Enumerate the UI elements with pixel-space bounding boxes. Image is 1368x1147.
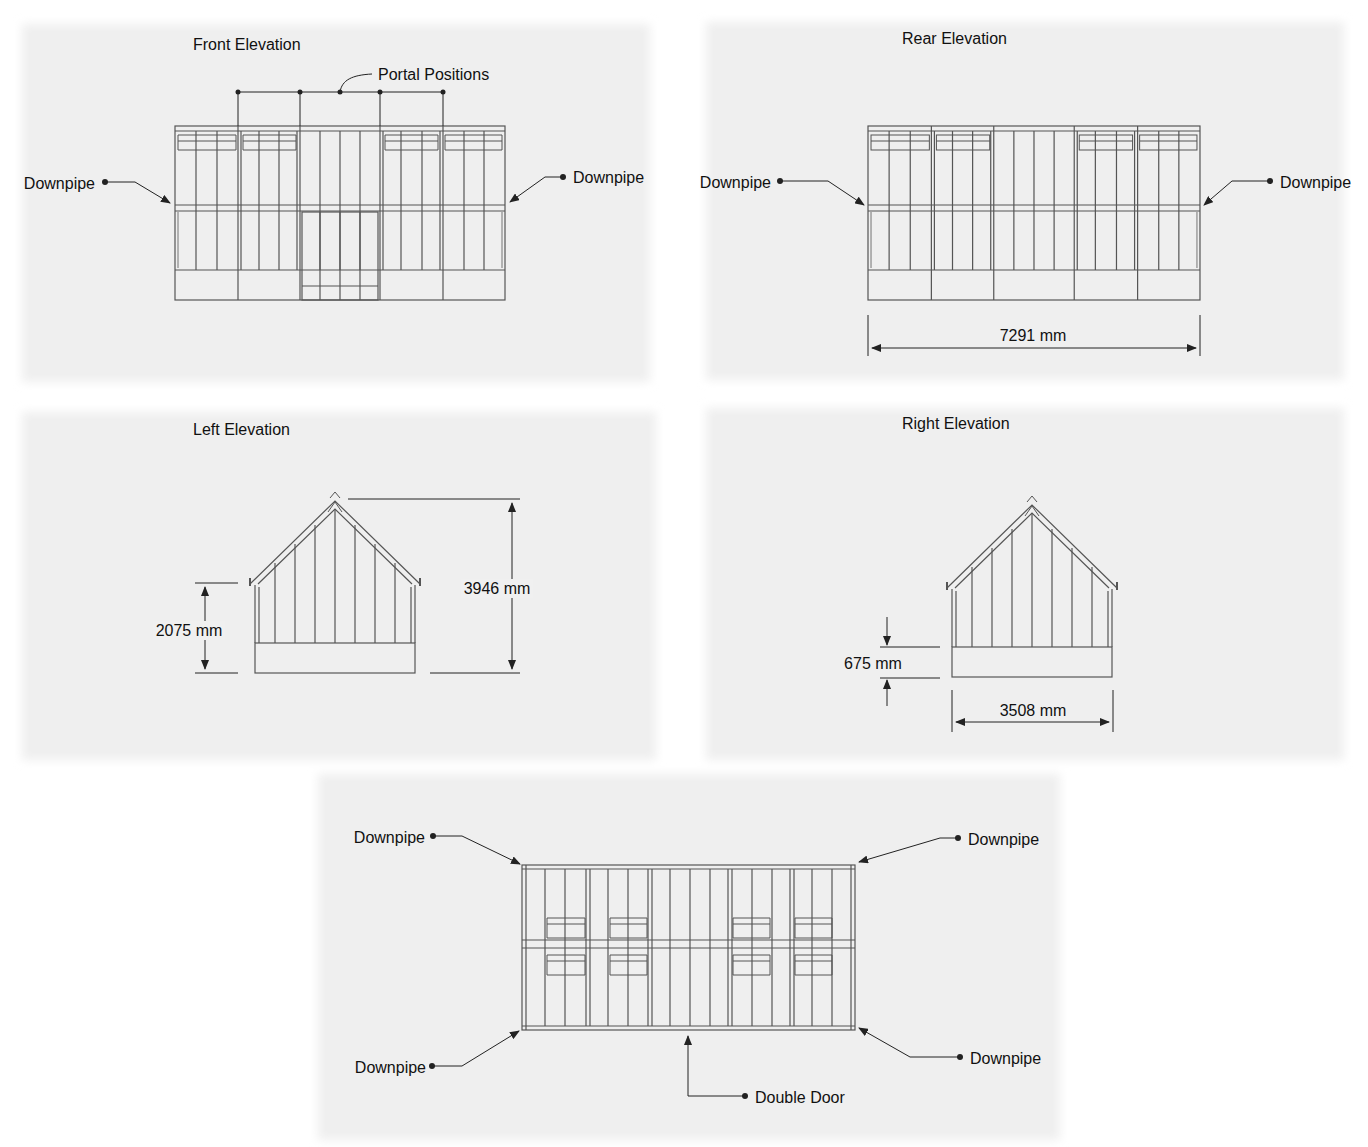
rear-elevation [777, 126, 1273, 356]
view-title: Rear Elevation [902, 29, 1007, 48]
dimension-text: 3508 mm [1000, 701, 1067, 720]
view-title: Left Elevation [193, 420, 290, 439]
callout-label: Downpipe [355, 1058, 426, 1077]
right-elevation [880, 496, 1117, 732]
callout-label: Downpipe [970, 1049, 1041, 1068]
callout-label: Downpipe [354, 828, 425, 847]
callout-label: Portal Positions [378, 65, 489, 84]
front-elevation [102, 74, 566, 300]
dimension-text: 675 mm [844, 654, 902, 673]
sheet-panels [22, 22, 1344, 1140]
dimension-text: 7291 mm [1000, 326, 1067, 345]
plan-view [429, 833, 963, 1099]
view-title: Front Elevation [193, 35, 301, 54]
dimension-text: 2075 mm [153, 621, 226, 640]
callout-label: Downpipe [700, 173, 771, 192]
view-title: Right Elevation [902, 414, 1010, 433]
callout-label: Downpipe [24, 174, 95, 193]
dimension-text: 3946 mm [461, 579, 534, 598]
callout-label: Downpipe [573, 168, 644, 187]
callout-label: Downpipe [1280, 173, 1351, 192]
callout-label: Double Door [755, 1088, 845, 1107]
callout-label: Downpipe [968, 830, 1039, 849]
